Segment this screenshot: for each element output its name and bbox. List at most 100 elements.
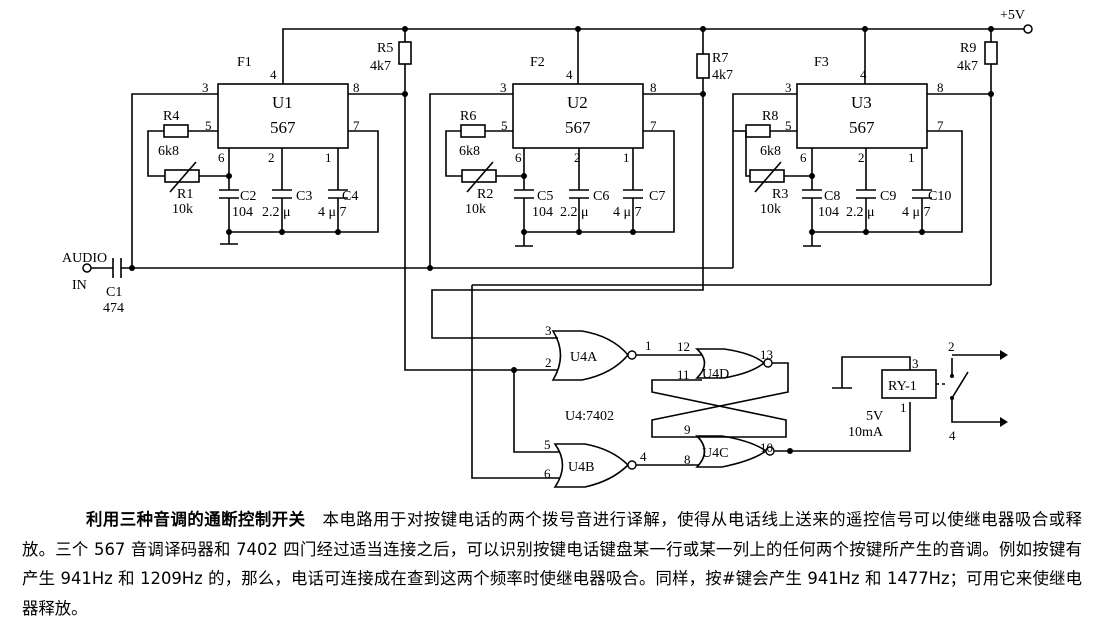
decoder-f3: F3 U3 567 4 3 5 8 7 6 2 1 R9 4k7 R8 6k8 …	[732, 41, 998, 285]
pin-label: 3	[785, 80, 792, 95]
resistor-name: R4	[163, 109, 179, 124]
block-label: F2	[530, 55, 545, 70]
resistor-value: 10k	[760, 202, 781, 217]
pin-label: 2	[574, 150, 581, 165]
ic-name: U3	[851, 93, 872, 112]
chip-label: U4:7402	[565, 409, 614, 424]
potentiometer-r2	[461, 169, 497, 183]
pin-label: 6	[544, 466, 551, 481]
pin-label: 11	[677, 367, 690, 382]
ic-u3	[796, 83, 928, 149]
pin-label: 7	[937, 118, 944, 133]
pin-label: 1	[908, 150, 915, 165]
pin-label: 5	[544, 437, 551, 452]
pin-label: 4	[640, 449, 647, 464]
pin-label: 5	[785, 118, 792, 133]
audio-label: IN	[72, 278, 87, 293]
pin-label: 5	[205, 118, 212, 133]
resistor-r9	[984, 41, 998, 65]
supply-rail: +5V	[282, 8, 1033, 94]
block-label: F1	[237, 55, 252, 70]
relay-coil	[881, 369, 937, 399]
pin-label: 6	[218, 150, 225, 165]
pin-label: 10	[760, 440, 773, 455]
pin-label: 1	[325, 150, 332, 165]
resistor-value: 6k8	[158, 144, 179, 159]
resistor-value: 10k	[172, 202, 193, 217]
pin-label: 1	[645, 338, 652, 353]
capacitor-value: 104	[532, 205, 553, 220]
supply-label: +5V	[1000, 8, 1025, 23]
caption-title: 利用三种音调的通断控制开关	[86, 510, 306, 529]
nor-gate-u4b	[553, 443, 630, 488]
decoder-f1: F1 U1 567 4 3 5 8 7 6 2 1 R5 4k7 R4 6k8 …	[131, 41, 514, 371]
capacitor-value: 2.2 μ	[846, 205, 875, 220]
capacitor-name: C9	[880, 189, 896, 204]
resistor-r6	[460, 124, 486, 138]
resistor-value: 6k8	[459, 144, 480, 159]
capacitor-name: C5	[537, 189, 553, 204]
resistor-value: 6k8	[760, 144, 781, 159]
capacitor-value: 104	[818, 205, 839, 220]
capacitor-name: C1	[106, 285, 122, 300]
block-label: F3	[814, 55, 829, 70]
capacitor-name: C3	[296, 189, 312, 204]
ic-type: 567	[565, 118, 591, 137]
resistor-name: R1	[177, 187, 193, 202]
pin-label: 8	[353, 80, 360, 95]
pin-label: 8	[684, 452, 691, 467]
potentiometer-r1	[164, 169, 200, 183]
pin-label: 3	[500, 80, 507, 95]
pin-label: 2	[948, 339, 955, 354]
capacitor-value: 2.2 μ	[560, 205, 589, 220]
gate-name: U4B	[568, 460, 594, 475]
relay-name: RY-1	[888, 379, 917, 394]
nor-gate-u4a	[551, 330, 630, 381]
resistor-r4	[163, 124, 189, 138]
audio-input: AUDIO IN C1 474	[62, 251, 733, 316]
capacitor-name: C4	[342, 189, 358, 204]
resistor-r8	[745, 124, 771, 138]
pin-label: 4	[566, 67, 573, 82]
resistor-name: R2	[477, 187, 493, 202]
ic-u2	[512, 83, 644, 149]
tone-switch-schematic: +5V F1 U1 567 4 3 5 8 7 6 2 1 R5 4k7 R4 …	[62, 8, 1033, 488]
capacitor-value: 2.2 μ	[262, 205, 291, 220]
pin-label: 3	[545, 323, 552, 338]
gate-name: U4A	[570, 350, 598, 365]
resistor-value: 4k7	[370, 59, 391, 74]
ic-type: 567	[270, 118, 296, 137]
pin-label: 1	[623, 150, 630, 165]
ic-name: U2	[567, 93, 588, 112]
pin-label: 3	[202, 80, 209, 95]
audio-label: AUDIO	[62, 251, 107, 266]
gate-name: U4C	[702, 446, 728, 461]
resistor-value: 4k7	[957, 59, 978, 74]
capacitor-value: 474	[103, 301, 124, 316]
supply-terminal	[1023, 24, 1033, 34]
pin-label: 4	[949, 428, 956, 443]
relay-voltage: 5V	[866, 409, 883, 424]
ic-type: 567	[849, 118, 875, 137]
nor-gate-u4d	[694, 348, 766, 379]
resistor-r7	[696, 53, 710, 79]
capacitor-name: C7	[649, 189, 665, 204]
pin-label: 2	[545, 355, 552, 370]
pin-label: 2	[268, 150, 275, 165]
pin-label: 1	[900, 400, 907, 415]
pin-label: 6	[515, 150, 522, 165]
decoder-f2: F2 U2 567 4 3 5 8 7 6 2 1 R7 4k7 R6 6k8 …	[429, 51, 733, 339]
pin-label: 7	[650, 118, 657, 133]
relay: RY-1 3 1 5V 10mA 2 4	[832, 339, 1008, 443]
pin-label: 13	[760, 347, 773, 362]
resistor-r5	[398, 41, 412, 65]
pin-label: 5	[501, 118, 508, 133]
pin-label: 4	[270, 67, 277, 82]
capacitor-value: 4 μ 7	[318, 205, 347, 220]
pin-label: 7	[353, 118, 360, 133]
potentiometer-r3	[749, 169, 785, 183]
capacitor-name: C8	[824, 189, 840, 204]
relay-current: 10mA	[848, 425, 884, 440]
caption-body: 本电路用于对按键电话的两个拨号音进行译解，使得从电话线上送来的遥控信号可以使继电…	[22, 510, 1083, 618]
pin-label: 3	[912, 356, 919, 371]
